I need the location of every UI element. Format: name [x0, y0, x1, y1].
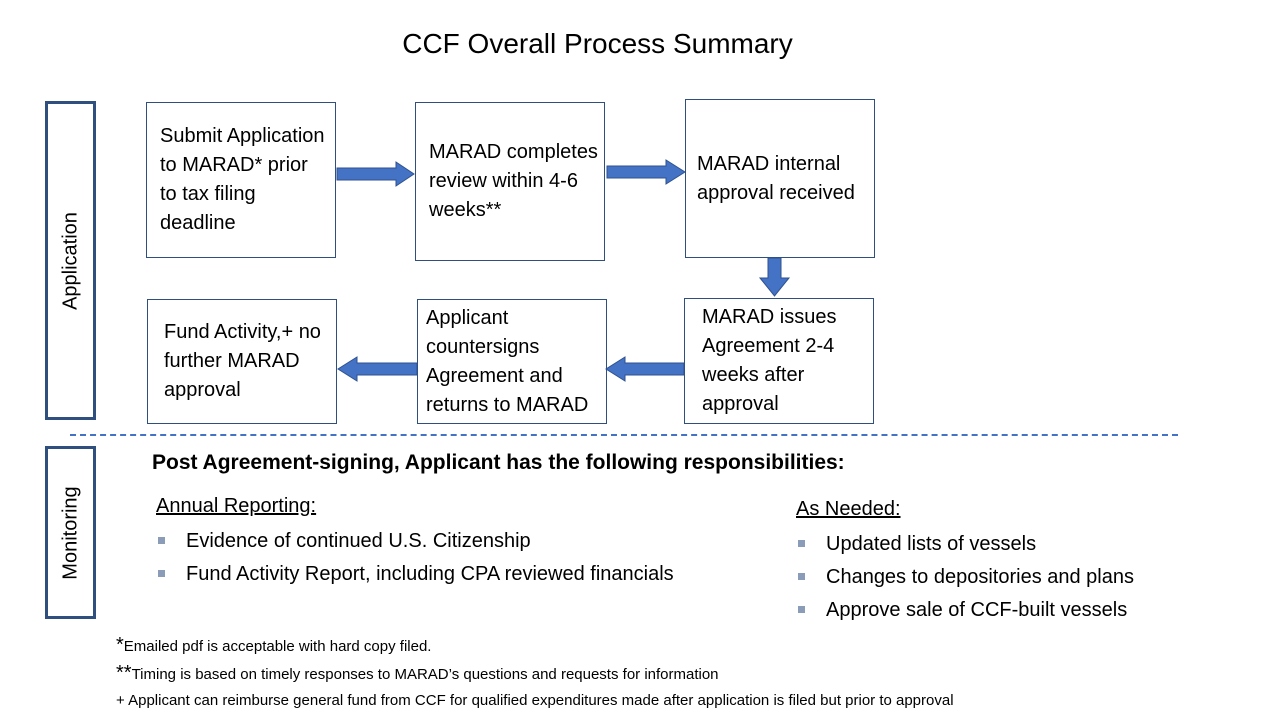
- application-section-label: Application: [45, 101, 96, 420]
- arrow-left-1: [605, 356, 685, 382]
- list-item: Updated lists of vessels: [796, 529, 1134, 562]
- arrow-down: [758, 257, 791, 297]
- step-applicant-countersigns: Applicant countersigns Agreement and ret…: [417, 299, 607, 424]
- section-divider: [70, 434, 1178, 436]
- as-needed-list: Updated lists of vessels Changes to depo…: [796, 529, 1134, 628]
- responsibilities-heading: Post Agreement-signing, Applicant has th…: [152, 451, 845, 474]
- step-submit-text: Submit Application to MARAD* prior to ta…: [160, 125, 325, 234]
- step-review-text: MARAD completes review within 4-6 weeks*…: [429, 141, 598, 221]
- step-approval-text: MARAD internal approval received: [697, 152, 855, 204]
- as-needed-title: As Needed:: [796, 498, 901, 520]
- step-fund-activity: Fund Activity,+ no further MARAD approva…: [147, 299, 337, 424]
- arrow-left-2: [337, 356, 418, 382]
- annual-reporting-list: Evidence of continued U.S. Citizenship F…: [156, 526, 674, 592]
- step-issues-text: MARAD issues Agreement 2-4 weeks after a…: [702, 306, 837, 415]
- list-item: Evidence of continued U.S. Citizenship: [156, 526, 674, 559]
- annual-reporting-title: Annual Reporting:: [156, 495, 317, 517]
- arrow-right-2: [606, 159, 686, 185]
- step-fund-activity-text: Fund Activity,+ no further MARAD approva…: [164, 321, 321, 401]
- list-item: Changes to depositories and plans: [796, 562, 1134, 595]
- list-item: Fund Activity Report, including CPA revi…: [156, 559, 674, 592]
- footnote-mark: **: [116, 662, 132, 684]
- arrow-right-1: [336, 161, 415, 187]
- footnote-mark: *: [116, 634, 124, 656]
- footnote-text: Timing is based on timely responses to M…: [131, 666, 719, 683]
- step-submit-application: Submit Application to MARAD* prior to ta…: [146, 102, 336, 258]
- monitoring-section-label: Monitoring: [45, 446, 96, 619]
- footnote-1: *Emailed pdf is acceptable with hard cop…: [116, 634, 431, 657]
- step-marad-review: MARAD completes review within 4-6 weeks*…: [415, 102, 605, 261]
- footnote-3: + Applicant can reimburse general fund f…: [116, 692, 954, 709]
- list-item: Approve sale of CCF-built vessels: [796, 595, 1134, 628]
- footnote-2: **Timing is based on timely responses to…: [116, 662, 719, 685]
- step-countersigns-text: Applicant countersigns Agreement and ret…: [426, 306, 589, 416]
- step-internal-approval: MARAD internal approval received: [685, 99, 875, 258]
- page-title: CCF Overall Process Summary: [402, 28, 793, 59]
- footnote-text: + Applicant can reimburse general fund f…: [116, 692, 954, 709]
- step-marad-issues-agreement: MARAD issues Agreement 2-4 weeks after a…: [684, 298, 874, 424]
- footnote-text: Emailed pdf is acceptable with hard copy…: [123, 638, 432, 655]
